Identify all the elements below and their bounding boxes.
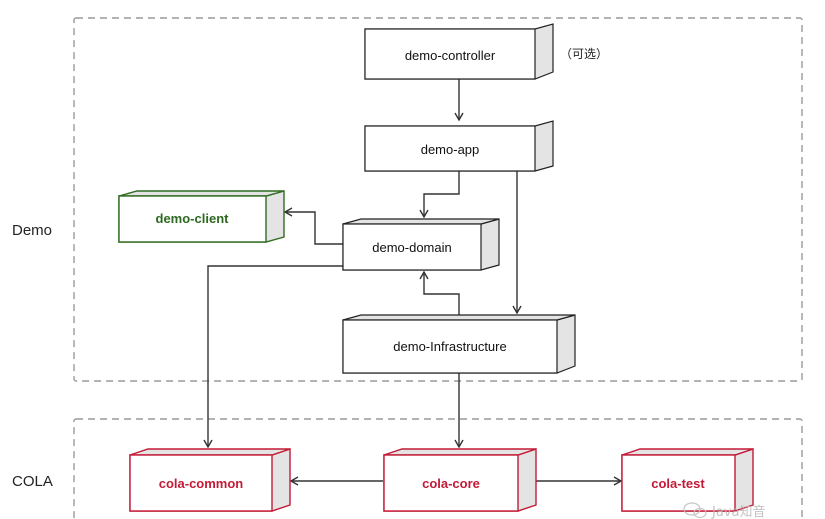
- demo-domain-label: demo-domain: [372, 240, 452, 255]
- edge-infrastructure-to-domain: [419, 270, 460, 317]
- cola-group-box: [73, 418, 803, 519]
- node-cola-common: cola-common: [129, 448, 291, 512]
- watermark: Java知音: [683, 502, 765, 519]
- node-cola-core: cola-core: [383, 448, 537, 512]
- demo-group-label: Demo: [12, 222, 52, 239]
- node-cola-test: cola-test: [621, 448, 754, 512]
- demo-app-label: demo-app: [421, 142, 480, 157]
- edges: [203, 79, 623, 486]
- cola-group-label: COLA: [12, 473, 53, 490]
- wechat-logo-icon: [683, 502, 707, 519]
- cola-common-label: cola-common: [159, 476, 244, 491]
- edge-app-to-domain: [419, 171, 460, 219]
- watermark-text: Java知音: [711, 504, 765, 519]
- demo-client-label: demo-client: [156, 211, 230, 226]
- edge-domain-to-cola-common: [203, 265, 343, 449]
- node-demo-client: demo-client: [118, 190, 285, 243]
- demo-group-box: [73, 17, 803, 382]
- edge-domain-to-client: [283, 207, 343, 245]
- node-demo-infrastructure: demo-Infrastructure: [342, 314, 576, 374]
- optional-note: （可选）: [560, 47, 608, 61]
- demo-controller-label: demo-controller: [405, 48, 496, 63]
- node-demo-controller: demo-controller: [364, 23, 554, 80]
- cola-core-label: cola-core: [422, 476, 480, 491]
- cola-test-label: cola-test: [651, 476, 705, 491]
- node-demo-app: demo-app: [364, 120, 554, 172]
- node-demo-domain: demo-domain: [342, 218, 500, 271]
- demo-infrastructure-label: demo-Infrastructure: [393, 339, 506, 354]
